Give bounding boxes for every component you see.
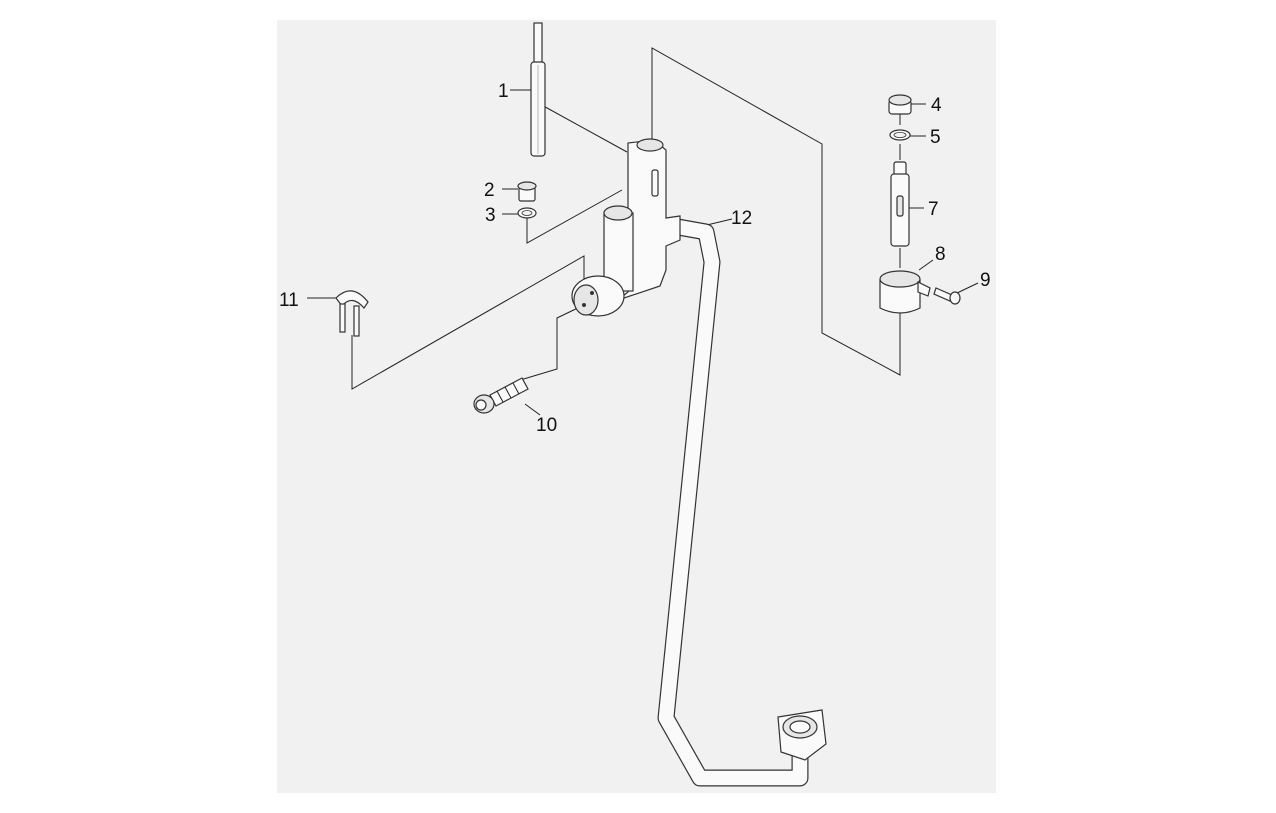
- callout-5: 5: [930, 127, 941, 148]
- sleeve-part-7: [890, 161, 910, 247]
- callout-4: 4: [931, 95, 942, 116]
- callout-1: 1: [498, 81, 509, 102]
- callout-8: 8: [935, 244, 946, 265]
- assembly-lines: [307, 47, 979, 416]
- clip-part-11: [335, 290, 369, 337]
- callout-11: 11: [279, 290, 299, 311]
- callout-7: 7: [928, 199, 939, 220]
- plug-part-4: [888, 94, 912, 115]
- plug-part-2: [517, 181, 537, 202]
- bracket-part-8: [879, 270, 931, 314]
- screw-part-10: [473, 377, 529, 414]
- valve-body: [571, 138, 681, 317]
- callout-3: 3: [485, 205, 496, 226]
- rod-part-1: [530, 22, 546, 157]
- callout-labels: 1 2 3 4 5 7 8 9 10 11 12: [279, 81, 991, 436]
- callout-9: 9: [980, 270, 991, 291]
- callout-2: 2: [484, 180, 495, 201]
- screw-part-9: [933, 287, 961, 305]
- callout-10: 10: [536, 415, 557, 436]
- pipe-part-12: [657, 218, 827, 787]
- callout-12: 12: [731, 208, 752, 229]
